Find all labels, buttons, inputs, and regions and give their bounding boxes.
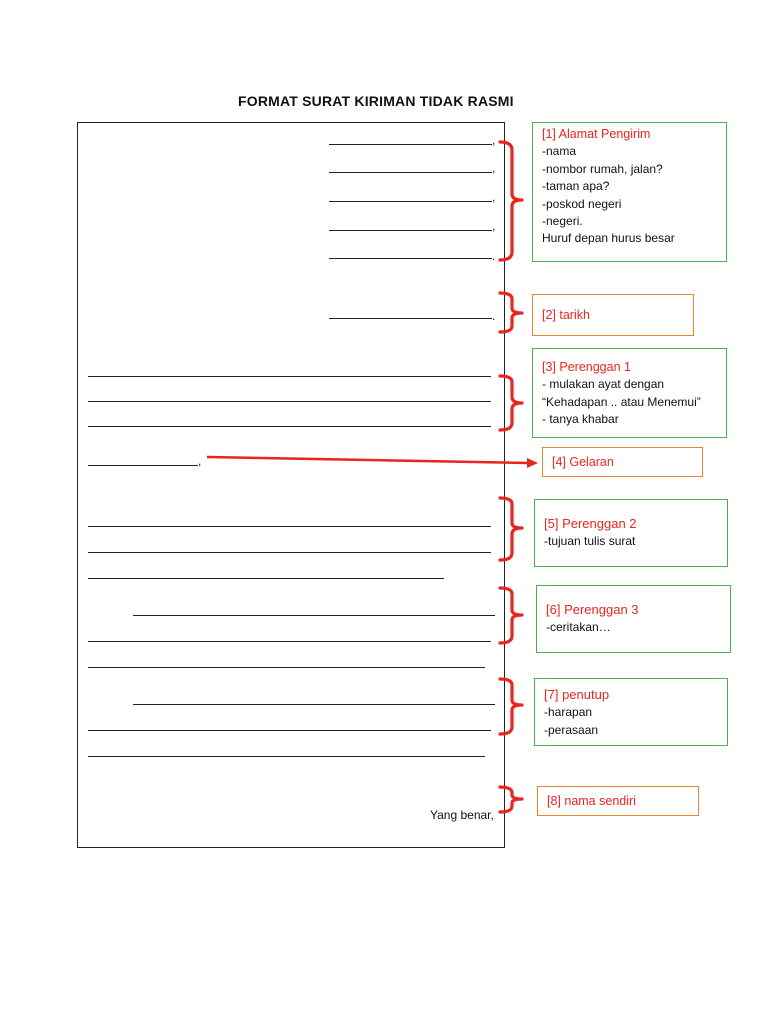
date-period: .: [492, 309, 496, 323]
bracket-7: [498, 677, 524, 736]
bracket-1: [498, 140, 524, 262]
paragraph-1-line-3: [88, 426, 491, 427]
paragraph-2-line-3: [88, 578, 444, 579]
paragraph-3-line-1: [133, 615, 495, 616]
note-1-line-4: -poskod negeri: [542, 196, 622, 211]
note-tarikh: [2] tarikh: [532, 294, 694, 336]
note-7-line-2: -perasaan: [544, 722, 599, 737]
letter-template-box: [77, 122, 505, 848]
note-3-line-3: - tanya khabar: [542, 412, 619, 427]
bracket-5: [498, 496, 524, 562]
closing-paragraph-line-3: [88, 756, 485, 757]
note-perenggan-3: [6] Perenggan 3 -ceritakan…: [536, 585, 731, 653]
note-6-line-1: -ceritakan…: [546, 620, 611, 635]
closing-text: Yang benar,: [430, 808, 494, 822]
address-line-3: [329, 201, 492, 202]
note-7-heading: [7] penutup: [544, 687, 610, 702]
note-nama-sendiri: [8] nama sendiri: [537, 786, 699, 816]
paragraph-3-line-3: [88, 667, 485, 668]
note-7-line-1: -harapan: [544, 705, 593, 720]
paragraph-1-line-1: [88, 376, 491, 377]
closing-paragraph-line-2: [88, 730, 491, 731]
address-period-5: .: [492, 249, 496, 263]
gelaran-arrow-line: [206, 455, 529, 465]
note-penutup: [7] penutup -harapan -perasaan: [534, 678, 728, 746]
note-1-line-5: -negeri.: [542, 214, 583, 229]
address-line-2: [329, 172, 492, 173]
bracket-3: [498, 374, 524, 432]
note-6-heading: [6] Perenggan 3: [546, 602, 639, 617]
address-line-1: [329, 144, 492, 145]
address-comma-4: ,: [492, 219, 496, 233]
bracket-8: [498, 785, 524, 814]
note-3-line-1: - mulakan ayat dengan: [542, 377, 665, 392]
note-1-line-3: -taman apa?: [542, 179, 610, 194]
note-8-heading: [8] nama sendiri: [547, 794, 636, 808]
paragraph-3-line-2: [88, 641, 491, 642]
bracket-2: [498, 291, 524, 334]
paragraph-1-line-2: [88, 401, 491, 402]
date-line: [329, 318, 492, 319]
note-perenggan-2: [5] Perenggan 2 -tujuan tulis surat: [534, 499, 728, 567]
note-4-heading: [4] Gelaran: [552, 455, 614, 469]
closing-paragraph-line-1: [133, 704, 495, 705]
note-gelaran: [4] Gelaran: [542, 447, 703, 477]
note-5-heading: [5] Perenggan 2: [544, 516, 637, 531]
bracket-6: [498, 586, 524, 645]
note-1-line-1: -nama: [542, 144, 577, 159]
note-2-heading: [2] tarikh: [542, 308, 590, 322]
note-3-line-2: “Kehadapan .. atau Menemui”: [542, 394, 701, 409]
salutation-comma: ,: [198, 454, 202, 468]
salutation-line: [88, 465, 198, 466]
note-5-line-1: -tujuan tulis surat: [544, 534, 636, 549]
gelaran-arrow-head: [527, 458, 538, 468]
address-line-4: [329, 230, 492, 231]
note-perenggan-1: [3] Perenggan 1 - mulakan ayat dengan “K…: [532, 348, 727, 438]
address-comma-1: ,: [492, 133, 496, 147]
address-comma-3: ,: [492, 190, 496, 204]
note-1-line-2: -nombor rumah, jalan?: [542, 161, 663, 176]
diagram-title-text: FORMAT SURAT KIRIMAN TIDAK RASMI: [238, 93, 514, 109]
note-alamat-pengirim: [1] Alamat Pengirim -nama -nombor rumah,…: [532, 122, 727, 262]
address-line-5: [329, 258, 492, 259]
note-1-line-6: Huruf depan hurus besar: [542, 231, 675, 246]
note-3-heading: [3] Perenggan 1: [542, 360, 631, 374]
paragraph-2-line-2: [88, 552, 491, 553]
note-1-heading: [1] Alamat Pengirim: [542, 127, 651, 141]
paragraph-2-line-1: [88, 526, 491, 527]
address-comma-2: ,: [492, 161, 496, 175]
